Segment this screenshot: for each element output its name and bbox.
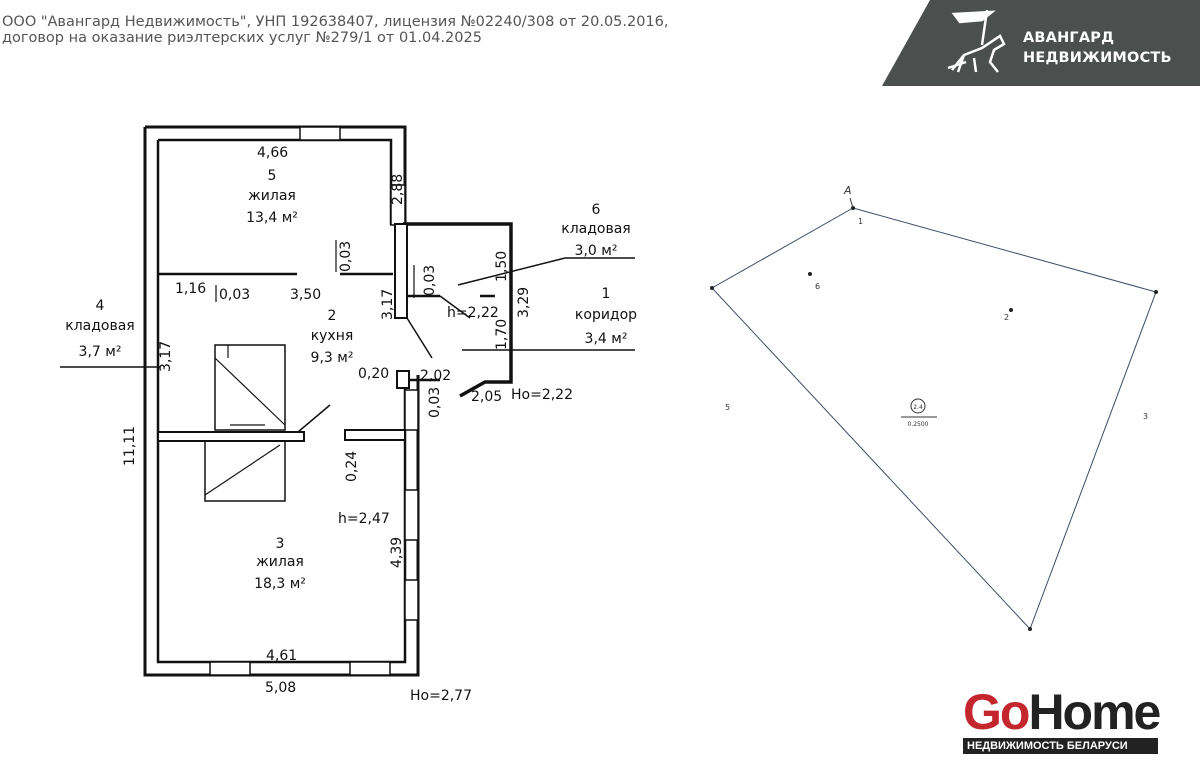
dimension-label: 0,03 — [422, 265, 438, 296]
room-6-area: 3,0 м² — [575, 243, 618, 259]
room-6-name: кладовая — [561, 221, 630, 237]
dimension-label: 2,02 — [420, 368, 451, 384]
room-3-area: 18,3 м² — [254, 576, 306, 592]
dimension-label: 4,66 — [257, 145, 288, 161]
brand-line-2: НЕДВИЖИМОСТЬ — [1023, 50, 1172, 66]
room-2-name: кухня — [311, 328, 354, 344]
dimension-label: 1,70 — [494, 319, 510, 350]
window — [209, 661, 251, 676]
room-3-number: 3 — [276, 536, 285, 552]
window — [349, 661, 391, 676]
knight-logo-icon — [947, 9, 1006, 73]
dimension-label: 11,11 — [122, 426, 138, 466]
room-3-name: жилая — [256, 554, 304, 570]
license-line-2: договор на оказание риэлтерских услуг №2… — [2, 30, 482, 46]
land-plot-boundary — [711, 207, 1157, 630]
gohome-logo: GoHome НЕДВИЖИМОСТЬ БЕЛАРУСИ — [963, 687, 1161, 754]
point-label: 3 — [1143, 412, 1148, 421]
room-5-number: 5 — [268, 168, 277, 184]
floor-plan: 5 жилая 13,4 м² 2 кухня 9,3 м² 3 жилая 1… — [60, 125, 637, 704]
avangard-logo-banner — [882, 0, 1200, 86]
point-label: 1 — [858, 217, 863, 226]
dimension-label: Hо=2,77 — [410, 688, 472, 704]
room-4-area: 3,7 м² — [79, 344, 122, 360]
room-4-name: кладовая — [65, 318, 134, 334]
point-label: 5 — [725, 403, 730, 412]
dimension-label: 5,08 — [265, 680, 296, 696]
window — [404, 489, 419, 541]
window — [404, 579, 419, 621]
window — [404, 389, 419, 431]
parcel-area: 0.2500 — [908, 421, 929, 428]
dimension-label: 0,24 — [344, 451, 360, 482]
north-label: А — [843, 184, 852, 197]
gohome-go: Go — [963, 684, 1030, 740]
gohome-home: Home — [1028, 684, 1161, 740]
gohome-tagline: НЕДВИЖИМОСТЬ БЕЛАРУСИ — [963, 738, 1158, 754]
parcel-id: 2.4 — [913, 404, 923, 411]
license-line-1: ООО "Авангард Недвижимость", УНП 1926384… — [2, 14, 669, 30]
room-2-area: 9,3 м² — [311, 350, 354, 366]
point-label: 2 — [1004, 313, 1009, 322]
dimension-label: 0,03 — [338, 241, 354, 272]
partition-pillar — [394, 223, 408, 319]
dimension-label: Hо=2,22 — [511, 387, 573, 403]
point-label: 6 — [815, 282, 820, 291]
dimension-label: 0,03 — [427, 387, 443, 418]
dimension-label: 2,88 — [390, 174, 406, 205]
dimension-label: h=2,47 — [338, 511, 390, 527]
license-header: ООО "Авангард Недвижимость", УНП 1926384… — [2, 14, 669, 46]
dimension-label: 2,05 — [471, 389, 502, 405]
room-1-name: коридор — [575, 307, 637, 323]
room-5-name: жилая — [248, 188, 296, 204]
room-1-area: 3,4 м² — [585, 331, 628, 347]
dimension-label: 3,17 — [158, 341, 174, 372]
avangard-logo-text: АВАНГАРД НЕДВИЖИМОСТЬ — [1023, 28, 1172, 68]
dimension-label: 3,17 — [380, 289, 396, 320]
annex-wall — [403, 222, 513, 398]
dimension-label: 3,50 — [290, 287, 321, 303]
brand-line-1: АВАНГАРД — [1023, 30, 1115, 46]
dimension-label: 1,50 — [494, 251, 510, 282]
dimension-label: 4,39 — [389, 537, 405, 568]
dimension-label: 0,20 — [358, 366, 389, 382]
dimension-label: h=2,22 — [447, 305, 499, 321]
interior-wall — [157, 431, 305, 442]
room-2-number: 2 — [328, 308, 337, 324]
stairs — [214, 344, 286, 431]
room-1-number: 1 — [602, 286, 611, 302]
dimension-label: 3,29 — [516, 287, 532, 318]
room-5-area: 13,4 м² — [246, 210, 298, 226]
dimension-label: 1,16 — [175, 281, 206, 297]
dimension-label: 0,03 — [219, 287, 250, 303]
dimension-label: 4,61 — [266, 648, 297, 664]
room-6-number: 6 — [592, 202, 601, 218]
window — [299, 126, 341, 141]
land-plot-diagram: А 1 2 3 5 6 2.4 0.2500 — [710, 184, 1158, 631]
room-4-number: 4 — [96, 298, 105, 314]
